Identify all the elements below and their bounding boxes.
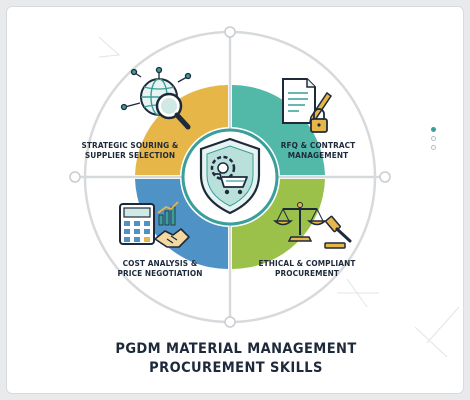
label-line: PRICE NEGOTIATION [117,268,203,278]
label-cost-analysis: COST ANALYSIS & PRICE NEGOTIATION [105,258,215,278]
decorative-lines [98,36,460,358]
globe-magnifier-icon [120,66,192,130]
segment-rfq-contract [232,84,325,175]
page-title-line-2: PROCUREMENT SKILLS [149,360,323,376]
outer-ring [69,26,391,328]
label-line: SUPPLIER SELECTION [84,150,176,160]
label-rfq-contract: RFQ & CONTRACT MANAGEMENT [273,140,363,160]
segment-strategic-sourcing [135,84,228,175]
label-line: ETHICAL & COMPLIANT [258,258,356,268]
segment-cost-analysis [135,179,228,269]
carousel-dot[interactable] [431,136,436,141]
label-line: STRATEGIC SOURING & [81,140,179,150]
scales-gavel-icon [273,202,352,249]
label-line: PROCUREMENT [274,268,340,278]
procurement-skills-diagram [69,26,460,358]
label-ethical-compliant: ETHICAL & COMPLIANT PROCUREMENT [255,258,359,278]
label-line: RFQ & CONTRACT [280,140,356,150]
shield-gear-cart-icon [181,128,279,226]
label-line: COST ANALYSIS & [122,258,198,268]
infographic-card: STRATEGIC SOURING & SUPPLIER SELECTION R… [6,6,464,394]
label-strategic-sourcing: STRATEGIC SOURING & SUPPLIER SELECTION [75,140,185,160]
page-title-line-1: PGDM MATERIAL MANAGEMENT [115,341,357,357]
calculator-handshake-icon [119,201,190,248]
carousel-dot[interactable] [431,145,436,150]
contract-pen-lock-icon [282,78,333,133]
carousel-indicator [431,127,437,154]
label-line: MANAGEMENT [287,150,349,160]
carousel-dot[interactable] [431,127,436,132]
